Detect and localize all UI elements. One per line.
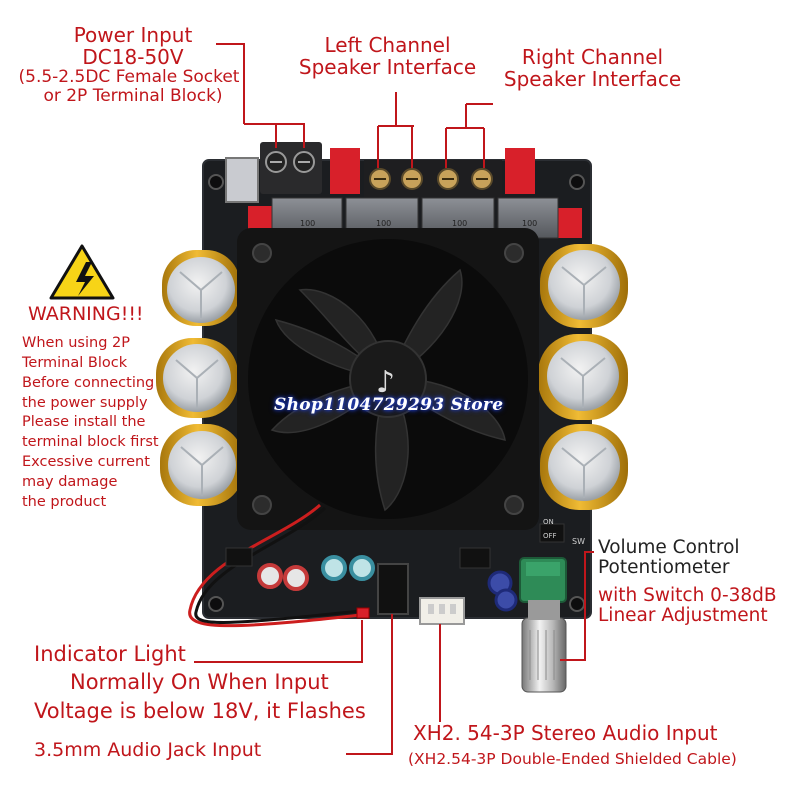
indicator-line3: Voltage is below 18V, it Flashes [34,698,366,723]
volume-line3: with Switch 0-38dB [598,585,777,606]
volume-line1: Volume Control [598,537,740,558]
cooling-fan: ♪ [237,228,539,530]
xh-input-cable-label: (XH2.54-3P Double-Ended Shielded Cable) [408,750,737,768]
inductor-code: 100 [376,219,391,228]
inductor-code: 100 [522,219,537,228]
warning-line: terminal block first [22,434,159,451]
power-input-line2: DC18-50V [82,45,184,69]
right-channel-line2: Speaker Interface [503,67,682,91]
store-watermark: Shop1104729293 Store [274,395,504,415]
left-channel-line1: Left Channel [324,33,451,57]
red-terminal [505,148,535,194]
capacitor-left-3 [160,424,244,506]
capacitor-right-1 [540,244,628,328]
warning-line: the power supply [22,394,148,411]
capacitor-left-2 [156,338,238,418]
capacitor-left-1 [162,250,240,326]
power-input-line4: or 2P Terminal Block) [43,85,223,106]
warning-line: Terminal Block [22,354,128,371]
power-input-label: Power Input DC18-50V (5.5-2.5DC Female S… [14,24,252,105]
xh-input-label: XH2. 54-3P Stereo Audio Input [413,721,718,745]
warning-line: the product [22,493,107,510]
audio-jack-label: 3.5mm Audio Jack Input [34,739,262,761]
switch-on-marking: ON [543,518,554,526]
mount-hole [569,174,585,190]
indicator-line2: Normally On When Input [70,670,329,695]
warning-title: WARNING!!! [28,303,144,325]
warning-line: When using 2P [22,335,130,351]
red-terminal [556,208,582,238]
left-channel-line2: Speaker Interface [298,55,477,79]
red-terminal [330,148,360,194]
volume-spec-label: with Switch 0-38dB Linear Adjustment [598,585,777,627]
audio-jack [377,563,409,615]
indicator-label: Indicator Light Normally On When Input V… [34,640,366,725]
mount-hole [569,596,585,612]
left-channel-label: Left Channel Speaker Interface [290,34,485,78]
indicator-line1: Indicator Light [34,642,186,666]
power-input-line3: (5.5-2.5DC Female Socket [18,67,240,87]
indicator-led [356,607,370,619]
volume-line2: Potentiometer [598,557,730,579]
power-input-line1: Power Input [73,23,193,47]
switch-off-marking: OFF [543,532,557,540]
mount-hole [208,596,224,612]
warning-line: may damage [22,474,118,491]
volume-line4: Linear Adjustment [598,605,768,627]
volume-label: Volume Control Potentiometer [598,537,740,579]
callout-lines [194,43,594,755]
volume-potentiometer [519,557,567,693]
warning-triangle-icon [49,244,115,300]
right-channel-line1: Right Channel [521,45,664,69]
capacitor-right-3 [540,424,628,510]
warning-line: Please install the [22,414,146,431]
inductor-code: 100 [452,219,467,228]
fan-logo-icon: ♪ [376,365,395,400]
warning-text: When using 2P Terminal Block Before conn… [22,334,159,513]
mount-hole [208,174,224,190]
inductor-code: 100 [300,219,315,228]
dc-socket [225,157,259,203]
warning-line: Excessive current [22,454,150,471]
right-channel-label: Right Channel Speaker Interface [495,46,690,90]
capacitor-right-2 [538,334,628,420]
switch-sw-marking: SW [572,537,585,546]
warning-line: Before connecting [22,374,155,391]
small-capacitors [257,555,518,612]
